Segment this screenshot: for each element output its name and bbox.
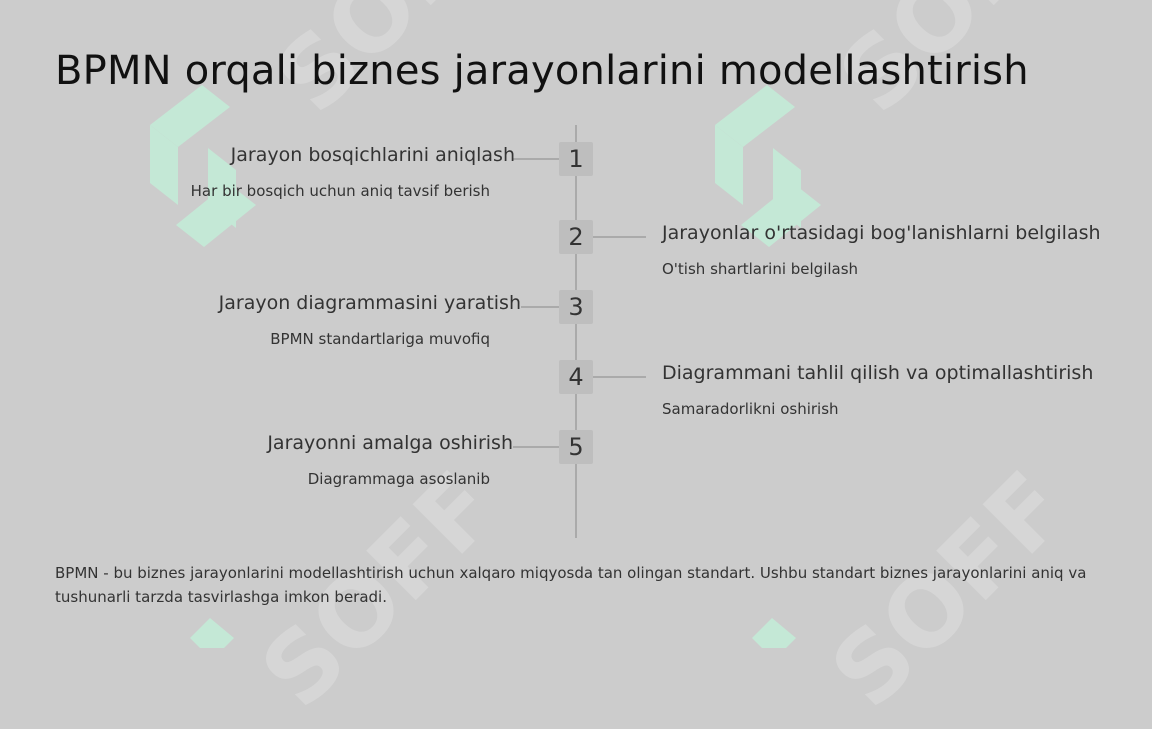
step-connector [521, 306, 559, 308]
step-heading: Jarayonni amalga oshirish [267, 432, 513, 454]
step-number-badge: 2 [559, 220, 593, 254]
step-description: BPMN standartlariga muvofiq [270, 330, 490, 348]
step-connector [593, 376, 646, 378]
step-heading: Jarayon bosqichlarini aniqlash [230, 144, 515, 166]
step-heading: Jarayonlar o'rtasidagi bog'lanishlarni b… [662, 222, 1101, 244]
timeline-axis [575, 125, 577, 538]
step-number-badge: 4 [559, 360, 593, 394]
page-title: BPMN orqali biznes jarayonlarini modella… [55, 48, 1029, 94]
step-heading: Diagrammani tahlil qilish va optimallash… [662, 362, 1094, 384]
step-description: Har bir bosqich uchun aniq tavsif berish [190, 182, 490, 200]
step-connector [513, 158, 559, 160]
step-connector [593, 236, 646, 238]
step-description: O'tish shartlarini belgilash [662, 260, 859, 278]
step-heading: Jarayon diagrammasini yaratish [218, 292, 521, 314]
watermark-logo-icon [150, 85, 256, 247]
step-connector [513, 446, 559, 448]
footer-description: BPMN - bu biznes jarayonlarini modellash… [55, 564, 1087, 606]
step-number-badge: 1 [559, 142, 593, 176]
step-number-badge: 3 [559, 290, 593, 324]
step-description: Diagrammaga asoslanib [307, 470, 490, 488]
step-description: Samaradorlikni oshirish [662, 400, 839, 418]
watermark-logo-icon [190, 618, 234, 648]
watermark-logo-icon [752, 618, 796, 648]
step-number-badge: 5 [559, 430, 593, 464]
